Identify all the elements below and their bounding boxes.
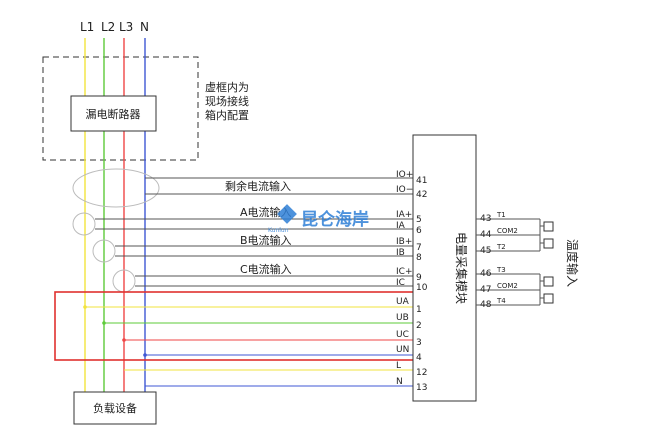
l3-label: L3 (119, 20, 133, 34)
temperature-sensors (543, 221, 554, 304)
terminal-name: IO+ (396, 170, 413, 180)
breaker-box (70, 95, 157, 132)
ub-tap-dot (102, 321, 106, 325)
terminal-name: UA (396, 297, 410, 307)
terminal-name: T2 (496, 243, 506, 251)
temperature-wires (476, 218, 541, 306)
n-label: N (140, 20, 149, 34)
terminal-name: IC (396, 278, 405, 288)
l1-label: L1 (80, 20, 94, 34)
terminal-number: 47 (480, 285, 491, 295)
voltage-highlight-box (54, 291, 441, 361)
uc-tap-dot (122, 338, 126, 342)
watermark-text: 昆仑海岸 (301, 209, 369, 230)
terminal-number: 41 (416, 176, 427, 186)
module-label: 电量采集模块 (454, 232, 469, 304)
terminal-number: 9 (416, 273, 422, 283)
note-line1: 虚框内为 (205, 80, 249, 94)
terminal-name: IA (396, 221, 406, 231)
terminal-number: 45 (480, 246, 491, 256)
terminal-name: UB (396, 313, 409, 323)
terminal-name: IO− (396, 185, 413, 195)
terminal-number: 10 (416, 283, 428, 293)
terminal-number: 2 (416, 321, 422, 331)
terminal-name: IB (396, 248, 405, 258)
note-line2: 现场接线 (205, 94, 249, 108)
terminal-name: COM2 (497, 227, 518, 235)
right-terminals: 43 T1 44 COM2 45 T2 46 T3 47 COM2 48 T4 (480, 211, 518, 310)
terminal-number: 42 (416, 190, 427, 200)
module-box (412, 134, 477, 402)
watermark-subtext: Kunlun (268, 227, 289, 234)
breaker-label: 漏电断路器 (86, 107, 141, 121)
terminal-name: T1 (496, 211, 506, 219)
ct-b (92, 239, 116, 263)
terminal-name: N (396, 377, 403, 387)
terminal-number: 43 (480, 214, 491, 224)
ct-a (72, 212, 96, 236)
terminal-name: UC (396, 330, 409, 340)
un-tap-dot (143, 353, 147, 357)
terminal-number: 48 (480, 300, 492, 310)
terminal-number: 44 (480, 230, 492, 240)
temperature-input-label: 温度输入 (565, 239, 580, 287)
terminal-number: 46 (480, 269, 492, 279)
dashed-enclosure (42, 56, 199, 161)
l2-label: L2 (101, 20, 115, 34)
terminal-name: IC+ (396, 267, 412, 277)
ua-tap-dot (83, 305, 87, 309)
note-line3: 箱内配置 (205, 108, 249, 122)
ct-wires (95, 177, 413, 287)
terminal-name: COM2 (497, 282, 518, 290)
terminal-number: 6 (416, 226, 422, 236)
terminal-name: L (396, 361, 401, 371)
sensor-leads (540, 225, 544, 299)
terminal-name: IB+ (396, 237, 412, 247)
temperature-sensor (543, 221, 554, 232)
terminal-number: 12 (416, 368, 427, 378)
left-terminals: IO+ 41 IO− 42 IA+ 5 IA 6 IB+ 7 IB 8 IC+ … (396, 170, 428, 393)
terminal-name: UN (396, 345, 409, 355)
terminal-number: 13 (416, 383, 427, 393)
temperature-sensor (543, 238, 554, 249)
terminal-name: T3 (496, 266, 506, 274)
terminal-number: 3 (416, 338, 422, 348)
watermark: 昆仑海岸 Kunlun (268, 204, 369, 234)
terminal-number: 1 (416, 305, 422, 315)
terminal-number: 4 (416, 353, 422, 363)
terminal-number: 5 (416, 215, 422, 225)
load-label: 负载设备 (93, 401, 137, 415)
b-input-label: B电流输入 (240, 233, 292, 247)
c-input-label: C电流输入 (240, 262, 292, 276)
watermark-logo-icon (277, 204, 297, 224)
terminal-name: IA+ (396, 210, 412, 220)
load-box (73, 391, 157, 425)
temperature-sensor (543, 276, 554, 287)
residual-input-label: 剩余电流输入 (225, 179, 291, 193)
residual-ct (72, 168, 160, 208)
terminal-number: 8 (416, 253, 422, 263)
terminal-name: T4 (496, 297, 506, 305)
temperature-sensor (543, 293, 554, 304)
terminal-number: 7 (416, 243, 422, 253)
